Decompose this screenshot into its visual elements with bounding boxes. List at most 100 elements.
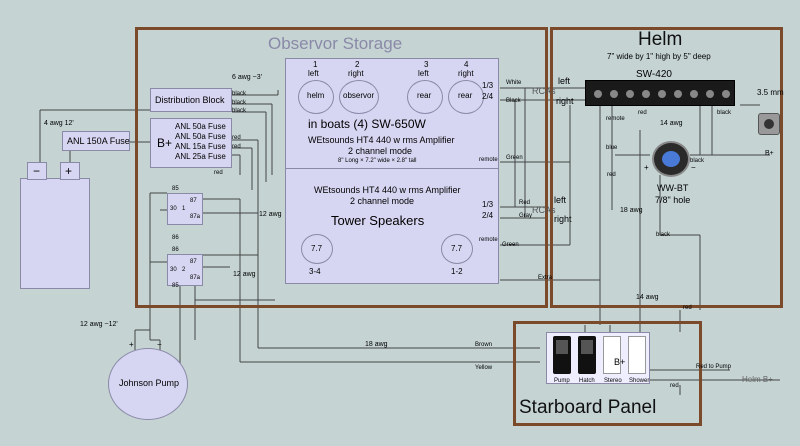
- speaker-1-label: helm: [307, 91, 325, 100]
- stereo-switch[interactable]: [603, 336, 621, 374]
- left-2: left: [554, 195, 567, 205]
- sw420-head-unit: [585, 80, 735, 106]
- relay-2: 30 2 87 87a: [167, 254, 203, 286]
- tower-speaker-left: 7.7: [301, 234, 333, 264]
- shower-switch[interactable]: [628, 336, 646, 374]
- speaker-4-rear: rear: [448, 80, 484, 114]
- relay1-1: 1: [182, 206, 186, 212]
- tower-right-ch: 1-2: [451, 267, 463, 276]
- speaker-3-side: left: [418, 69, 429, 78]
- speaker-1-helm: helm: [298, 80, 334, 114]
- relay2-87: 87: [190, 259, 197, 265]
- battery-pos-label: +: [65, 164, 73, 178]
- amp2-line2: 2 channel mode: [350, 196, 415, 206]
- distribution-block: Distribution Block: [150, 88, 232, 112]
- speaker-3-num: 3: [424, 60, 429, 69]
- relay1-30: 30: [170, 206, 177, 212]
- red-helm-1: red: [638, 110, 647, 116]
- black-label-1: black: [232, 91, 247, 97]
- tower-speaker-right: 7.7: [441, 234, 473, 264]
- knob-minus: −: [691, 163, 696, 172]
- extra-label: Extra: [538, 275, 553, 281]
- left-1: left: [558, 76, 571, 86]
- switch-pump-label: Pump: [554, 378, 570, 384]
- fuse-3: ANL 15a Fuse: [175, 142, 226, 151]
- rcas-2: RCAs: [532, 205, 556, 215]
- amp1-dims: 8" Long × 7.2" wide × 2.8" tall: [338, 158, 417, 164]
- speaker-3-label: rear: [417, 91, 432, 100]
- tower-left-ch: 3-4: [309, 267, 321, 276]
- right-1: right: [556, 96, 574, 106]
- relay1-87a: 87a: [190, 214, 201, 220]
- relay2-30: 30: [170, 267, 177, 273]
- pump-plus: +: [129, 340, 134, 349]
- remote-amp1: remote: [479, 157, 498, 163]
- red-panel-1: red: [683, 305, 692, 311]
- pump-switch[interactable]: [553, 336, 571, 374]
- relay1-87: 87: [190, 198, 197, 204]
- speaker-2-observor: observor: [339, 80, 379, 114]
- ch13-bottom: 1/3: [482, 200, 494, 209]
- helm-frame: [550, 27, 783, 308]
- distribution-block-label: Distribution Block: [155, 95, 225, 105]
- speaker-3-rear: rear: [407, 80, 443, 114]
- green-label-1: Green: [506, 155, 523, 161]
- rcas-1: RCAs: [532, 86, 556, 96]
- johnson-pump: Johnson Pump: [108, 348, 188, 420]
- speaker-2-label: observor: [343, 91, 375, 100]
- switch-shower-label: Shower: [629, 378, 650, 384]
- battery: [20, 178, 90, 289]
- sw420-label: SW-420: [636, 69, 672, 80]
- fuse-1: ANL 50a Fuse: [175, 122, 226, 131]
- panel-bplus: B+: [614, 357, 626, 367]
- awg14-helm: 14 awg: [660, 120, 683, 127]
- awg12-relay2: 12 awg: [233, 271, 256, 278]
- green-label-2: Green: [502, 242, 519, 248]
- awg4-label: 4 awg 12': [44, 120, 74, 127]
- tower-left-val: 7.7: [311, 244, 323, 253]
- fuse-2: ANL 50a Fuse: [175, 132, 226, 141]
- amp-divider: [285, 168, 499, 169]
- pump-minus: −: [157, 340, 162, 349]
- switch-stereo-label: Stereo: [604, 378, 622, 384]
- jack-label: 3.5 mm: [757, 88, 784, 97]
- speaker-1-num: 1: [313, 60, 318, 69]
- knob-hole: 7/8" hole: [655, 195, 691, 205]
- yellow-label: Yellow: [475, 365, 493, 371]
- battery-pos-terminal: +: [60, 162, 80, 180]
- red-label-2: red: [232, 144, 241, 150]
- relay2-87a: 87a: [190, 275, 201, 281]
- switch-hatch-label: Hatch: [579, 378, 595, 384]
- observor-storage-title: Observor Storage: [268, 34, 403, 53]
- amp1-line2: 2 channel mode: [348, 146, 413, 156]
- fuse-block: B+ ANL 50a Fuse ANL 50a Fuse ANL 15a Fus…: [150, 118, 232, 168]
- right-2: right: [554, 214, 572, 224]
- battery-neg-terminal: −: [27, 162, 47, 180]
- black-label-3: black: [232, 108, 247, 114]
- helm-dims: 7" wide by 1" high by 5" deep: [607, 52, 711, 61]
- remote-helm: remote: [606, 116, 625, 122]
- ww-bt-knob-icon: [652, 141, 690, 177]
- amp2-line1: WEtsounds HT4 440 w rms Amplifier: [314, 185, 461, 195]
- awg12-pump: 12 awg ~12': [80, 321, 118, 328]
- awg18-helm: 18 awg: [620, 207, 643, 214]
- relay1-86: 86: [172, 235, 179, 241]
- red-label-1: red: [232, 135, 241, 141]
- relay1-85: 85: [172, 186, 179, 192]
- red-to-pump: Red to Pump: [696, 364, 732, 370]
- ch13-top: 1/3: [482, 81, 494, 90]
- helm-title: Helm: [638, 29, 683, 50]
- awg12-relay1: 12 awg: [259, 211, 282, 218]
- hatch-switch-rocker: [581, 340, 593, 354]
- speaker-2-side: right: [348, 69, 364, 78]
- aux-jack-hole: [764, 119, 774, 129]
- pump-switch-rocker: [556, 340, 568, 354]
- relay-1: 30 1 87 87a: [167, 193, 203, 225]
- hatch-switch[interactable]: [578, 336, 596, 374]
- fuse-4: ANL 25a Fuse: [175, 152, 226, 161]
- relay2-85: 85: [172, 283, 179, 289]
- ch24-bottom: 2/4: [482, 211, 494, 220]
- awg6-label: 6 awg ~3': [232, 74, 262, 81]
